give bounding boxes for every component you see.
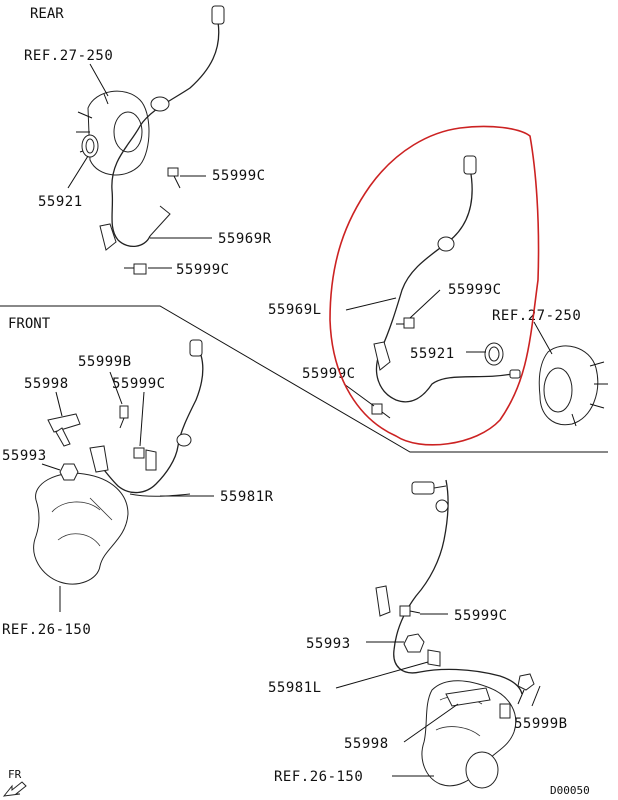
front-left-nut: [403, 633, 425, 653]
drawing-number: D00050: [550, 784, 590, 797]
rear-ref-label: REF.27-250: [24, 48, 113, 64]
front-right-sensor-bracket: [47, 413, 81, 433]
rear-bracket: [99, 223, 117, 251]
front-right-knuckle: [33, 472, 129, 585]
front-left-bracket: [375, 585, 391, 617]
front-left-assembly: [335, 479, 541, 789]
rear-hub-face: [113, 111, 143, 153]
rear-left-bracket: [373, 341, 391, 371]
rear-left-connector: [463, 155, 477, 175]
fr-part-55999b-label: 55999B: [78, 354, 132, 370]
front-left-sensor-wire: [393, 479, 523, 695]
rl-ref-label: REF.27-250: [492, 308, 581, 324]
fr-part-55999c-label: 55999C: [112, 376, 166, 392]
fr-part-55993-label: 55993: [2, 448, 47, 464]
rl-part-55999c-label-a: 55999C: [448, 282, 502, 298]
rear-part-55969r-label: 55969R: [218, 231, 272, 247]
fl-part-55999c-label: 55999C: [454, 608, 508, 624]
section-rear-label: REAR: [30, 6, 64, 22]
section-divider: [0, 305, 608, 453]
front-left-bolt-c: [399, 605, 421, 617]
section-front-label: FRONT: [8, 316, 51, 332]
rear-bolt-upper: [167, 167, 181, 189]
fr-ref-label: REF.26-150: [2, 622, 91, 638]
fl-part-55993-label: 55993: [306, 636, 351, 652]
rear-part-55921-label: 55921: [38, 194, 83, 210]
rear-part-55999c-label-b: 55999C: [176, 262, 230, 278]
rear-wire-connector: [211, 5, 225, 25]
rear-sensor-wire: [111, 21, 220, 247]
rear-part-55999c-label-a: 55999C: [212, 168, 266, 184]
fl-ref-label: REF.26-150: [274, 769, 363, 785]
rear-right-assembly: [67, 5, 225, 275]
front-right-nut: [59, 463, 79, 481]
rear-left-bolt-lower: [371, 403, 391, 419]
fr-part-55998-label: 55998: [24, 376, 69, 392]
rear-bolt-lower: [124, 263, 147, 275]
front-left-sensor-bracket: [445, 687, 491, 707]
rear-left-grommet: [437, 236, 455, 252]
rl-part-55969l-label: 55969L: [268, 302, 322, 318]
front-right-connector: [189, 339, 203, 357]
fr-part-55981r-label: 55981R: [220, 489, 274, 505]
rear-left-assembly: [343, 155, 608, 427]
highlight-outline: [329, 125, 540, 446]
fr-arrow-label: FR: [8, 768, 22, 781]
front-direction-arrow-icon: [2, 781, 27, 797]
front-right-bolt-c: [133, 447, 145, 459]
fl-part-55999b-label: 55999B: [514, 716, 568, 732]
front-right-assembly: [33, 339, 214, 612]
fl-part-55981l-label: 55981L: [268, 680, 322, 696]
front-left-connector: [411, 481, 435, 495]
fl-part-55998-label: 55998: [344, 736, 389, 752]
rear-grommet: [150, 96, 170, 112]
rear-left-bolt-upper: [396, 317, 415, 329]
front-left-bolt-b: [499, 673, 535, 719]
front-right-bolt-b: [119, 405, 129, 429]
front-right-sensor-wire: [97, 343, 204, 494]
rl-part-55921-label: 55921: [410, 346, 455, 362]
rl-part-55999c-label-b: 55999C: [302, 366, 356, 382]
